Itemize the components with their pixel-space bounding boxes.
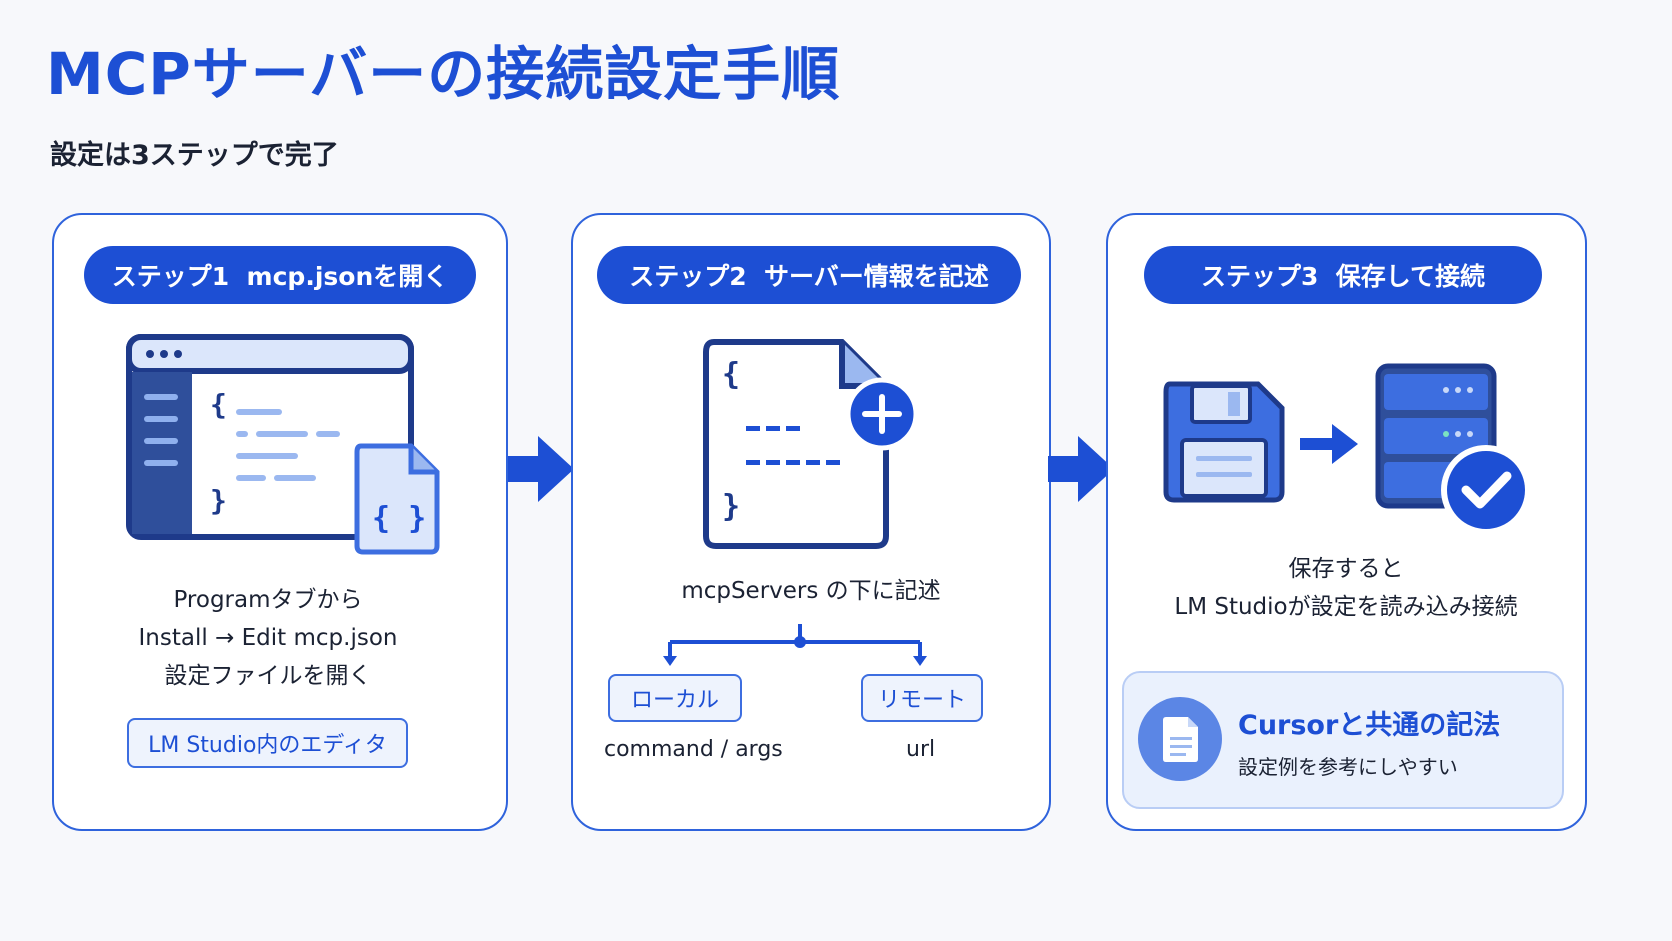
document-add-icon: { } bbox=[703, 339, 919, 549]
arrow-right-small-icon bbox=[1300, 424, 1358, 464]
step1-editor-tag: LM Studio内のエディタ bbox=[127, 718, 408, 768]
svg-text:}: } bbox=[210, 484, 227, 517]
svg-text:}: } bbox=[722, 489, 740, 524]
arrow-right-icon bbox=[508, 436, 574, 502]
step2-caption: mcpServers の下に記述 bbox=[681, 578, 941, 604]
step3-label: ステップ3 保存して接続 bbox=[1200, 262, 1486, 291]
step3-line-1: 保存すると bbox=[1288, 556, 1404, 582]
step2-label: ステップ2 サーバー情報を記述 bbox=[629, 262, 989, 291]
step2-caption-wrap: mcpServers の下に記述 bbox=[611, 572, 1011, 610]
editor-window-icon: { } bbox=[126, 334, 414, 540]
branch-connector bbox=[663, 624, 927, 666]
remote-params: url bbox=[906, 737, 936, 762]
step3-pill: ステップ3 保存して接続 bbox=[1144, 246, 1542, 304]
remote-tag: リモート bbox=[861, 674, 983, 722]
step1-description: Programタブから Install → Edit mcp.json 設定ファ… bbox=[88, 581, 448, 695]
page-title: MCPサーバーの接続設定手順 bbox=[46, 40, 841, 108]
local-tag: ローカル bbox=[608, 674, 742, 722]
step2-pill: ステップ2 サーバー情報を記述 bbox=[597, 246, 1021, 304]
step3-description: 保存すると LM Studioが設定を読み込み接続 bbox=[1116, 550, 1576, 626]
step1-line-2: Install → Edit mcp.json bbox=[138, 625, 398, 651]
cursor-note-subtitle: 設定例を参考にしやすい bbox=[1238, 755, 1458, 779]
step1-line-1: Programタブから bbox=[173, 587, 363, 613]
step1-line-3: 設定ファイルを開く bbox=[164, 663, 372, 689]
cursor-note-title: Cursorと共通の記法 bbox=[1238, 710, 1501, 741]
local-params: command / args bbox=[604, 737, 783, 762]
page-subtitle: 設定は3ステップで完了 bbox=[50, 140, 339, 171]
svg-text:{: { bbox=[210, 388, 227, 421]
svg-text:{ }: { } bbox=[372, 501, 426, 536]
svg-text:{: { bbox=[722, 357, 740, 392]
arrow-right-icon-2 bbox=[1048, 436, 1114, 502]
floppy-disk-icon bbox=[1163, 381, 1285, 503]
step3-line-2: LM Studioが設定を読み込み接続 bbox=[1174, 594, 1518, 620]
step1-label: ステップ1 mcp.jsonを開く bbox=[111, 262, 449, 291]
cursor-note-box: Cursorと共通の記法 設定例を参考にしやすい bbox=[1122, 671, 1564, 809]
document-icon bbox=[1138, 697, 1222, 781]
json-file-icon: { } bbox=[354, 443, 440, 555]
step1-pill: ステップ1 mcp.jsonを開く bbox=[84, 246, 476, 304]
server-icon bbox=[1375, 363, 1531, 535]
